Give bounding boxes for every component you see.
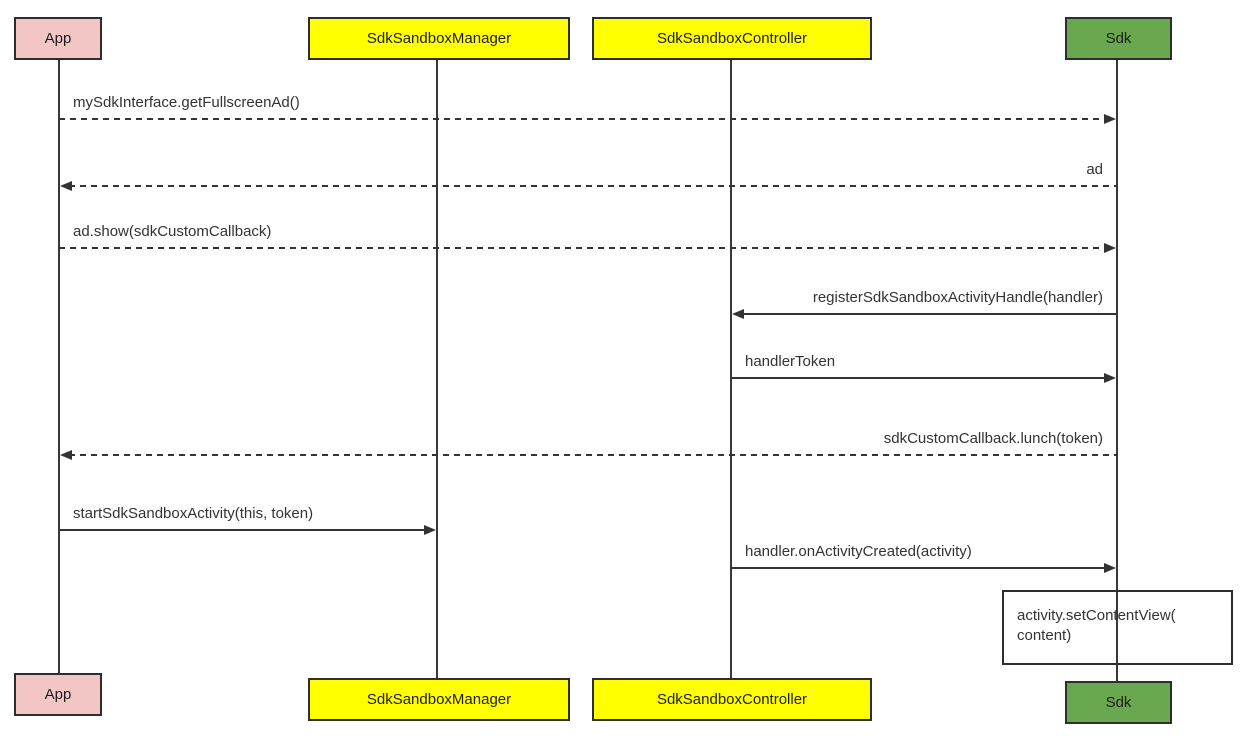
actor-label-sdk-bottom: Sdk [1105, 694, 1132, 711]
actor-label-manager-top: SdkSandboxManager [366, 30, 512, 47]
actor-label-controller-bottom: SdkSandboxController [656, 691, 808, 708]
actor-box-controller-bottom: SdkSandboxController [592, 678, 872, 721]
message-arrowhead [424, 525, 436, 535]
message-arrowhead [1104, 373, 1116, 383]
actor-box-app-bottom: App [14, 673, 102, 716]
message-arrowhead [1104, 114, 1116, 124]
message-arrow-line [69, 185, 1117, 187]
message-arrow-line [59, 247, 1107, 249]
message-label: registerSdkSandboxActivityHandle(handler… [812, 289, 1103, 306]
actor-label-app-bottom: App [44, 686, 72, 703]
actor-box-sdk-top: Sdk [1065, 17, 1172, 60]
note-line: content) [1017, 627, 1072, 644]
actor-box-manager-top: SdkSandboxManager [308, 17, 570, 60]
lifeline-controller [730, 60, 732, 678]
message-arrow-line [69, 454, 1117, 456]
message-arrow-line [731, 567, 1107, 569]
actor-label-manager-bottom: SdkSandboxManager [366, 691, 512, 708]
actor-box-app-top: App [14, 17, 102, 60]
note-line: activity.setContentView( [1017, 607, 1176, 624]
lifeline-app [58, 60, 60, 673]
message-arrowhead [1104, 243, 1116, 253]
message-arrowhead [1104, 563, 1116, 573]
lifeline-sdk [1116, 60, 1118, 681]
actor-label-app-top: App [44, 30, 72, 47]
message-arrowhead [60, 450, 72, 460]
message-arrow-line [59, 529, 427, 531]
actor-box-manager-bottom: SdkSandboxManager [308, 678, 570, 721]
message-label: ad [1086, 161, 1103, 178]
message-label: handler.onActivityCreated(activity) [745, 543, 972, 560]
actor-label-sdk-top: Sdk [1105, 30, 1132, 47]
message-label: sdkCustomCallback.lunch(token) [883, 430, 1103, 447]
lifeline-manager [436, 60, 438, 678]
message-label: handlerToken [745, 353, 836, 370]
note-box-set-content-view: activity.setContentView( content) [1002, 590, 1233, 665]
message-arrowhead [732, 309, 744, 319]
actor-box-controller-top: SdkSandboxController [592, 17, 872, 60]
actor-label-controller-top: SdkSandboxController [656, 30, 808, 47]
message-arrowhead [60, 181, 72, 191]
message-arrow-line [59, 118, 1107, 120]
message-label: ad.show(sdkCustomCallback) [73, 223, 272, 240]
message-arrow-line [741, 313, 1117, 315]
actor-box-sdk-bottom: Sdk [1065, 681, 1172, 724]
message-label: mySdkInterface.getFullscreenAd() [73, 94, 300, 111]
message-arrow-line [731, 377, 1107, 379]
message-label: startSdkSandboxActivity(this, token) [73, 505, 314, 522]
